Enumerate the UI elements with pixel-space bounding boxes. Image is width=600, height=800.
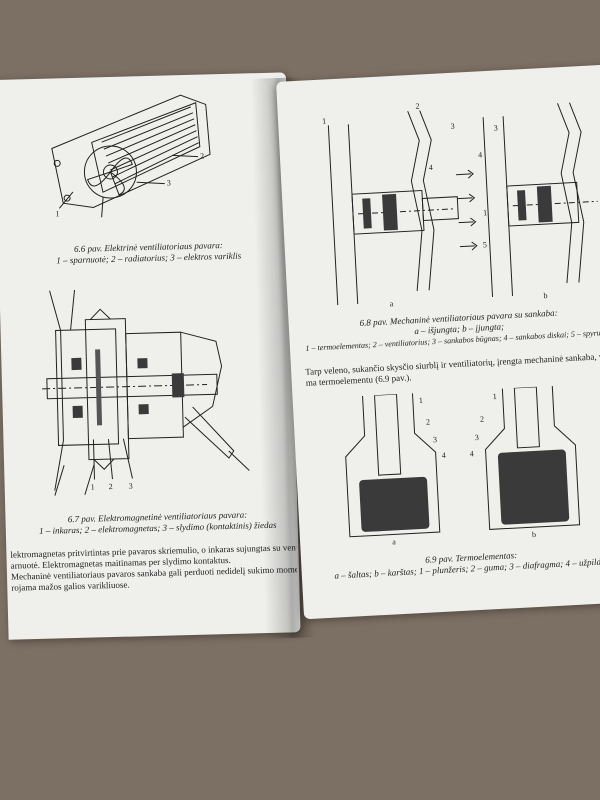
fig-6-7-label-1: 1 bbox=[91, 483, 95, 492]
fig-6-8-label-5: 5 bbox=[483, 240, 487, 249]
fig-6-8-label-2: 2 bbox=[415, 102, 419, 111]
fig-6-6-drawing: 1 2 3 bbox=[51, 94, 211, 218]
left-body-text: lektromagnetas pritvirtintas prie pavaro… bbox=[10, 542, 297, 593]
fig-6-8-label-1: 1 bbox=[322, 116, 326, 125]
fig-6-8-sub-a: a bbox=[390, 299, 394, 308]
fig-6-7-drawing: 1 2 3 bbox=[42, 289, 250, 496]
fig-6-9-label-4b: 4 bbox=[469, 449, 473, 458]
fig-6-9-label-1: 1 bbox=[419, 396, 423, 405]
fig-6-8-label-4: 4 bbox=[428, 163, 432, 172]
fig-6-9-label-2b: 2 bbox=[480, 415, 484, 424]
fig-6-6-label-3: 3 bbox=[167, 178, 171, 187]
fig-6-9-label-1b: 1 bbox=[493, 392, 497, 401]
fig-6-6-caption: 6.6 pav. Elektrinė ventiliatoriaus pavar… bbox=[28, 239, 268, 267]
right-page: 1 2 3 4 5 1 4 3 a b 6.8 pav. Mechaninė v… bbox=[276, 64, 600, 620]
left-page: 1 2 3 6.6 pav. Elektrinė ventiliatoriaus… bbox=[0, 72, 301, 640]
fig-6-8-label-3: 3 bbox=[450, 122, 454, 131]
fig-6-6-label-1: 1 bbox=[55, 209, 59, 218]
fig-6-8-label-3b: 3 bbox=[493, 123, 497, 132]
fig-6-8-drawing: 1 2 3 4 5 1 4 3 a b bbox=[322, 102, 598, 308]
fig-6-7-label-2: 2 bbox=[109, 482, 113, 491]
fig-6-9-label-3b: 3 bbox=[475, 433, 479, 442]
fig-6-9-caption: 6.9 pav. Termoelementas: a – šaltas; b –… bbox=[311, 544, 600, 583]
fig-6-8-sub-b: b bbox=[543, 291, 547, 300]
fig-6-9-sub-a: a bbox=[392, 537, 396, 546]
fig-6-8-label-4b: 4 bbox=[478, 150, 482, 159]
fig-6-9-label-4: 4 bbox=[442, 451, 446, 460]
fig-6-6-label-2: 2 bbox=[200, 152, 204, 161]
right-body-text: Tarp veleno, sukančio skysčio siurblį ir… bbox=[305, 350, 600, 388]
fig-6-9-label-2: 2 bbox=[426, 417, 430, 426]
fig-6-9-drawing: 1 2 3 4 1 2 3 4 a b bbox=[345, 385, 581, 547]
fig-6-9-sub-b: b bbox=[532, 530, 536, 539]
fig-6-7-caption: 6.7 pav. Elektromagnetinė ventiliatoriau… bbox=[29, 509, 285, 538]
fig-6-8-label-1b: 1 bbox=[483, 208, 487, 217]
fig-6-9-label-3: 3 bbox=[433, 435, 437, 444]
fig-6-7-label-3: 3 bbox=[129, 482, 133, 491]
